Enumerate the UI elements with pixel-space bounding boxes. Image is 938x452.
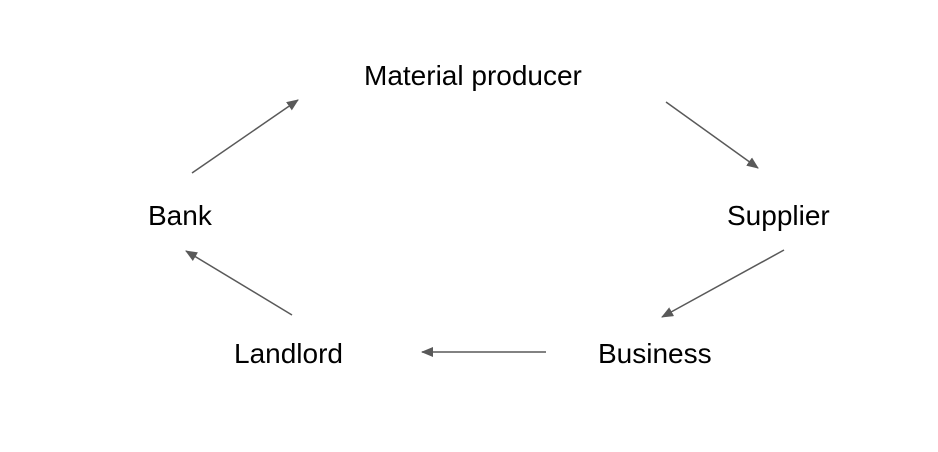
arrow-material-to-supplier [665,101,759,169]
node-material-producer: Material producer [364,60,582,91]
arrow-supplier-to-business [661,249,785,318]
node-supplier: Supplier [727,200,830,231]
node-business: Business [598,338,712,369]
arrow-landlord-to-bank [185,250,293,316]
arrow-bank-to-material [191,99,299,174]
node-bank: Bank [148,200,212,231]
node-landlord: Landlord [234,338,343,369]
